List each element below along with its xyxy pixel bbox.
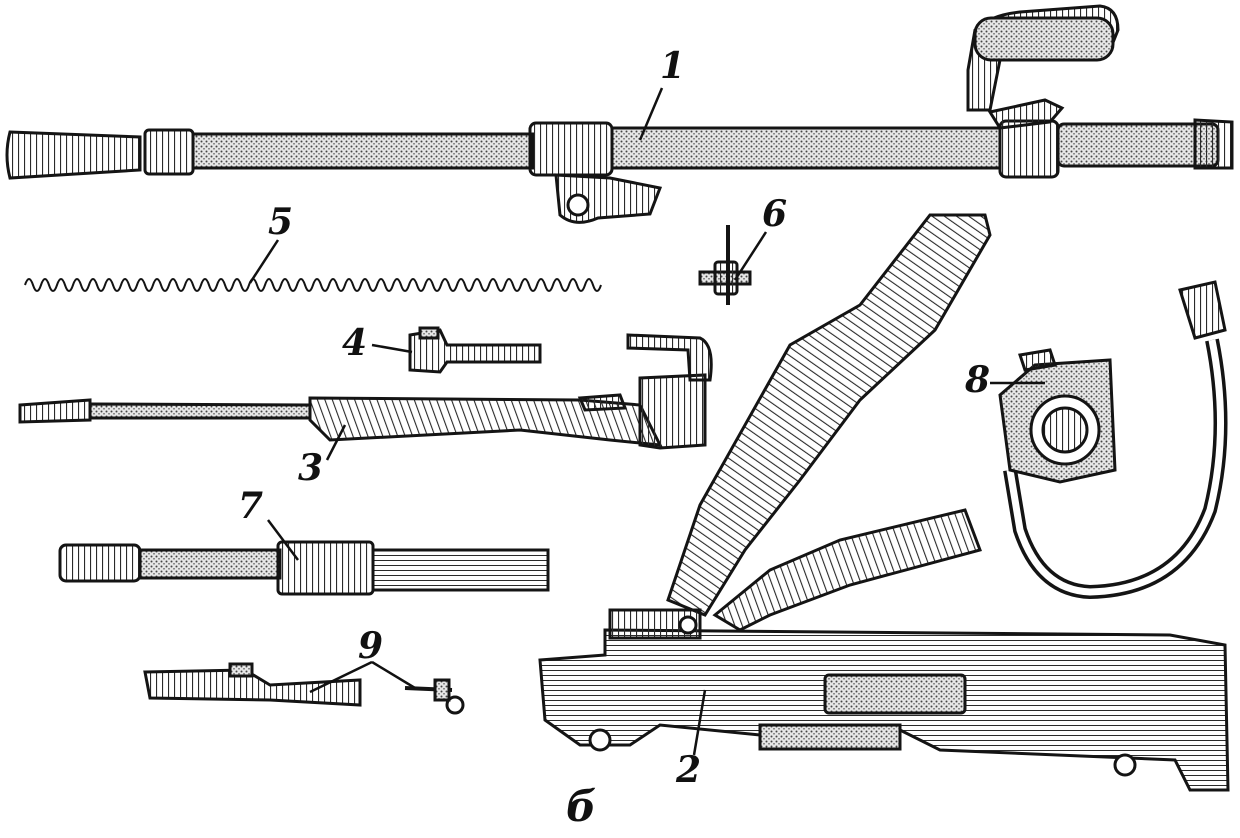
- part-label-4: 4: [342, 322, 368, 364]
- part-2-receiver: [538, 213, 1230, 792]
- leader-1: [638, 87, 664, 141]
- figure-caption: б: [566, 782, 597, 831]
- part-label-1: 1: [660, 45, 686, 87]
- leader-7: [267, 519, 299, 561]
- part-4-pin: [408, 326, 542, 374]
- part-label-2: 2: [676, 749, 702, 791]
- leader-2: [692, 689, 707, 756]
- leader-9b: [371, 660, 416, 690]
- part-label-9: 9: [358, 625, 384, 667]
- part-9-assembly: [143, 662, 465, 715]
- part-label-3: 3: [298, 447, 324, 489]
- part-6-guide-rod: [698, 225, 752, 305]
- part-label-6: 6: [762, 193, 788, 235]
- part-1-barrel: [5, 4, 1234, 224]
- leader-lines: [248, 87, 1045, 756]
- leader-4: [371, 343, 413, 354]
- leader-5: [248, 239, 280, 284]
- leader-9a: [309, 660, 373, 694]
- leader-6: [733, 231, 768, 281]
- leader-3: [325, 424, 347, 461]
- part-5-spring: [24, 278, 602, 292]
- part-label-8: 8: [965, 359, 991, 401]
- part-7-piston: [58, 540, 550, 596]
- part-label-5: 5: [268, 201, 294, 243]
- part-label-7: 7: [238, 485, 264, 527]
- part-8-drum-unit: [998, 280, 1228, 600]
- part-3-bolt-carrier: [18, 333, 713, 450]
